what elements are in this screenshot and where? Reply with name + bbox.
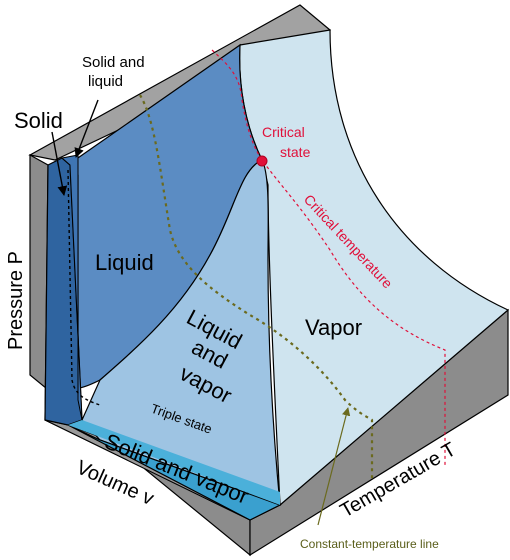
- critical-point-marker: [256, 155, 268, 167]
- label-pressure-axis: Pressure P: [5, 251, 27, 350]
- triple-line: [67, 169, 101, 406]
- solid-label-arrow: [51, 131, 68, 196]
- label-vapor: Vapor: [305, 315, 362, 340]
- label-solid-and-liquid-2: liquid: [88, 73, 123, 90]
- label-solid-and-liquid-1: Solid and: [82, 54, 145, 71]
- label-critical-state-1: Critical: [262, 124, 305, 140]
- constant-temperature-line: [139, 94, 374, 480]
- solid-vapor-top: [68, 420, 280, 505]
- label-critical-state-2: state: [280, 144, 311, 160]
- label-liquid: Liquid: [95, 250, 154, 275]
- label-solid: Solid: [14, 108, 63, 133]
- constant-temperature-arrow: [317, 407, 351, 526]
- label-constant-temperature-line: Constant-temperature line: [300, 537, 439, 551]
- critical-temperature-line: [211, 49, 446, 465]
- solid-and-liquid-arrow: [74, 99, 99, 158]
